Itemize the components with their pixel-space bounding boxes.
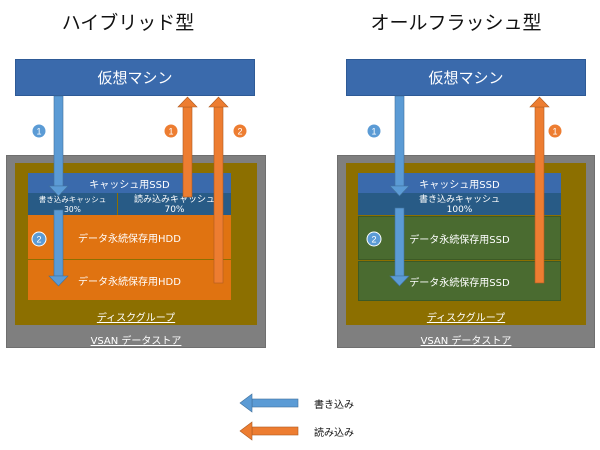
- allflash-ssd-2-label: データ永続保存用SSD: [409, 277, 510, 289]
- hybrid-write-cache-label: 書き込みキャッシュ: [38, 195, 107, 204]
- hybrid-hdd-1-label: データ永続保存用HDD: [78, 233, 181, 245]
- hybrid-badge-write-2-text: 2: [36, 235, 41, 245]
- allflash-datastore-label: VSAN データストア: [420, 336, 512, 347]
- hybrid-title: ハイブリッド型: [61, 12, 195, 34]
- hybrid-read-cache: 読み込みキャッシュ 70%: [118, 193, 231, 215]
- legend-write-label: 書き込み: [314, 400, 354, 411]
- allflash-badge-write-1-text: 1: [371, 127, 376, 137]
- allflash-read-arrow-1: [529, 96, 550, 284]
- hybrid-hdd-2-label: データ永続保存用HDD: [78, 276, 181, 288]
- hybrid-badge-read-1: 1: [163, 123, 179, 139]
- allflash-badge-read-1-text: 1: [552, 127, 557, 137]
- legend-read-label: 読み込み: [314, 428, 354, 439]
- hybrid-vm: 仮想マシン: [15, 59, 255, 96]
- allflash-write-arrow-2: [389, 207, 410, 287]
- legend-read-arrow-icon: [239, 421, 299, 441]
- hybrid-read-cache-pct: 70%: [164, 205, 185, 215]
- hybrid-badge-read-1-text: 1: [168, 127, 173, 137]
- allflash-ssd-1: データ永続保存用SSD: [358, 216, 561, 260]
- hybrid-badge-write-1: 1: [31, 123, 47, 139]
- hybrid-disk-group-label: ディスクグループ: [96, 313, 176, 324]
- hybrid-badge-write-2: 2: [31, 231, 47, 247]
- hybrid-badge-read-2: 2: [232, 123, 248, 139]
- allflash-write-cache-label: 書き込みキャッシュ: [418, 195, 500, 205]
- hybrid-vm-label: 仮想マシン: [97, 69, 173, 87]
- hybrid-badge-read-2-text: 2: [237, 127, 242, 137]
- allflash-badge-write-2-text: 2: [371, 235, 376, 245]
- allflash-badge-write-1: 1: [366, 123, 382, 139]
- hybrid-badge-write-1-text: 1: [36, 127, 41, 137]
- hybrid-read-arrow-2: [208, 96, 229, 284]
- hybrid-read-cache-label: 読み込みキャッシュ: [133, 195, 215, 205]
- hybrid-write-cache: 書き込みキャッシュ 30%: [28, 193, 117, 215]
- hybrid-cache-label: キャッシュ用SSD: [89, 179, 170, 191]
- hybrid-read-arrow-1: [177, 96, 198, 198]
- hybrid-write-arrow-2: [48, 209, 69, 287]
- hybrid-write-cache-pct: 30%: [64, 205, 81, 214]
- allflash-ssd-1-label: データ永続保存用SSD: [409, 234, 510, 246]
- hybrid-datastore-label: VSAN データストア: [90, 336, 182, 347]
- allflash-write-cache: 書き込みキャッシュ 100%: [358, 193, 561, 215]
- allflash-ssd-2: データ永続保存用SSD: [358, 261, 561, 301]
- hybrid-cache-ssd: キャッシュ用SSD: [28, 173, 231, 193]
- allflash-vm-label: 仮想マシン: [428, 69, 504, 87]
- allflash-write-arrow-1: [389, 95, 410, 197]
- allflash-badge-write-2: 2: [366, 231, 382, 247]
- allflash-title: オールフラッシュ型: [370, 12, 542, 34]
- allflash-write-cache-pct: 100%: [446, 205, 473, 215]
- legend-write-arrow-icon: [239, 393, 299, 413]
- hybrid-write-arrow-1: [48, 95, 69, 197]
- allflash-cache-label: キャッシュ用SSD: [419, 179, 500, 191]
- allflash-badge-read-1: 1: [547, 123, 563, 139]
- allflash-vm: 仮想マシン: [346, 59, 586, 96]
- allflash-cache-ssd: キャッシュ用SSD: [358, 173, 561, 193]
- allflash-disk-group-label: ディスクグループ: [426, 313, 506, 324]
